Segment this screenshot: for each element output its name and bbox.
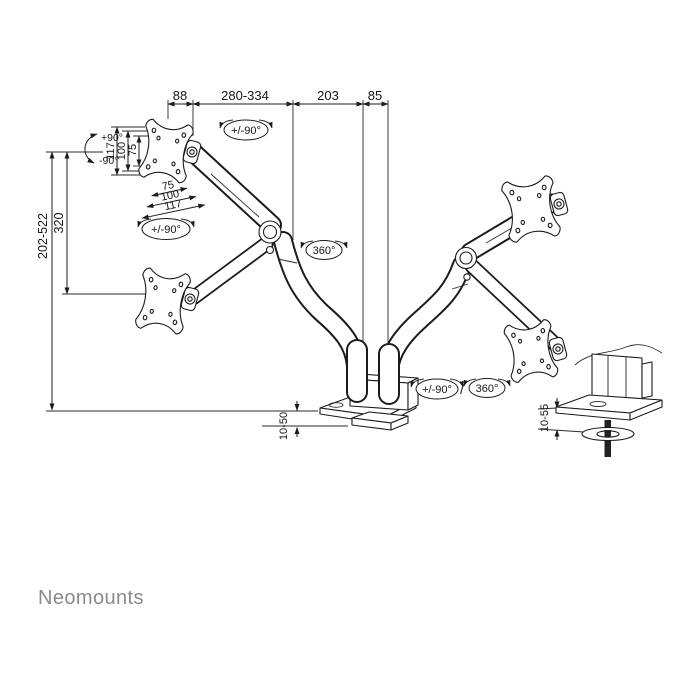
arm-rotate-text: 360° <box>313 245 336 257</box>
dim-post-gap: 85 <box>368 88 382 103</box>
base-rotate-text: 360° <box>476 383 499 395</box>
vesa-rotate-text: +/-90° <box>151 224 181 236</box>
vesa-plate-right-lower <box>502 318 560 384</box>
dim-clamp-range: 10-50 <box>278 412 290 440</box>
dim-vesa-h-inner: 75 <box>161 179 175 193</box>
grommet-mount-detail <box>555 344 663 457</box>
base-swivel-text: +/-90° <box>422 384 452 396</box>
dim-height-range: 202-522 <box>36 213 50 259</box>
vesa-rotate-label: +/-90° <box>137 218 195 240</box>
tilt-down-text: -90° <box>99 155 118 167</box>
dim-arm-reach: 280-334 <box>221 88 269 103</box>
rotation-separator: / <box>460 381 464 397</box>
desk-clamp-base <box>319 339 419 431</box>
dim-grommet-range: 10-55 <box>539 404 551 432</box>
dim-pivot-offset: 88 <box>173 88 187 103</box>
dim-pivot-height: 320 <box>52 213 66 234</box>
dimension-lines <box>49 101 560 440</box>
tilt-arc <box>84 133 98 164</box>
rotation-labels: +/-90° +/-90° 360° +/-90° / 360° <box>137 119 511 400</box>
dim-vesa-h-outer: 117 <box>163 198 183 213</box>
dim-vesa-v-outer: 117 <box>105 142 117 160</box>
dim-arm-depth: 203 <box>317 88 339 103</box>
tilt-up-text: +90° <box>101 132 123 144</box>
dim-vesa-v-inner: 75 <box>127 144 139 156</box>
dim-vesa-h-mid: 100 <box>160 188 180 204</box>
brand-logo: Neomounts <box>38 587 144 609</box>
base-swivel-label: +/-90° <box>410 378 464 400</box>
right-arm-assembly <box>379 174 570 403</box>
arm-rotate-label: 360° <box>300 240 348 260</box>
dimension-labels: 88 280-334 203 85 202-522 320 117 100 75… <box>36 88 551 440</box>
base-rotate-label: 360° <box>463 378 511 398</box>
head-swivel-text: +/-90° <box>231 125 261 137</box>
head-swivel-label: +/-90° <box>219 119 273 141</box>
dim-vesa-v-mid: 100 <box>116 142 128 160</box>
